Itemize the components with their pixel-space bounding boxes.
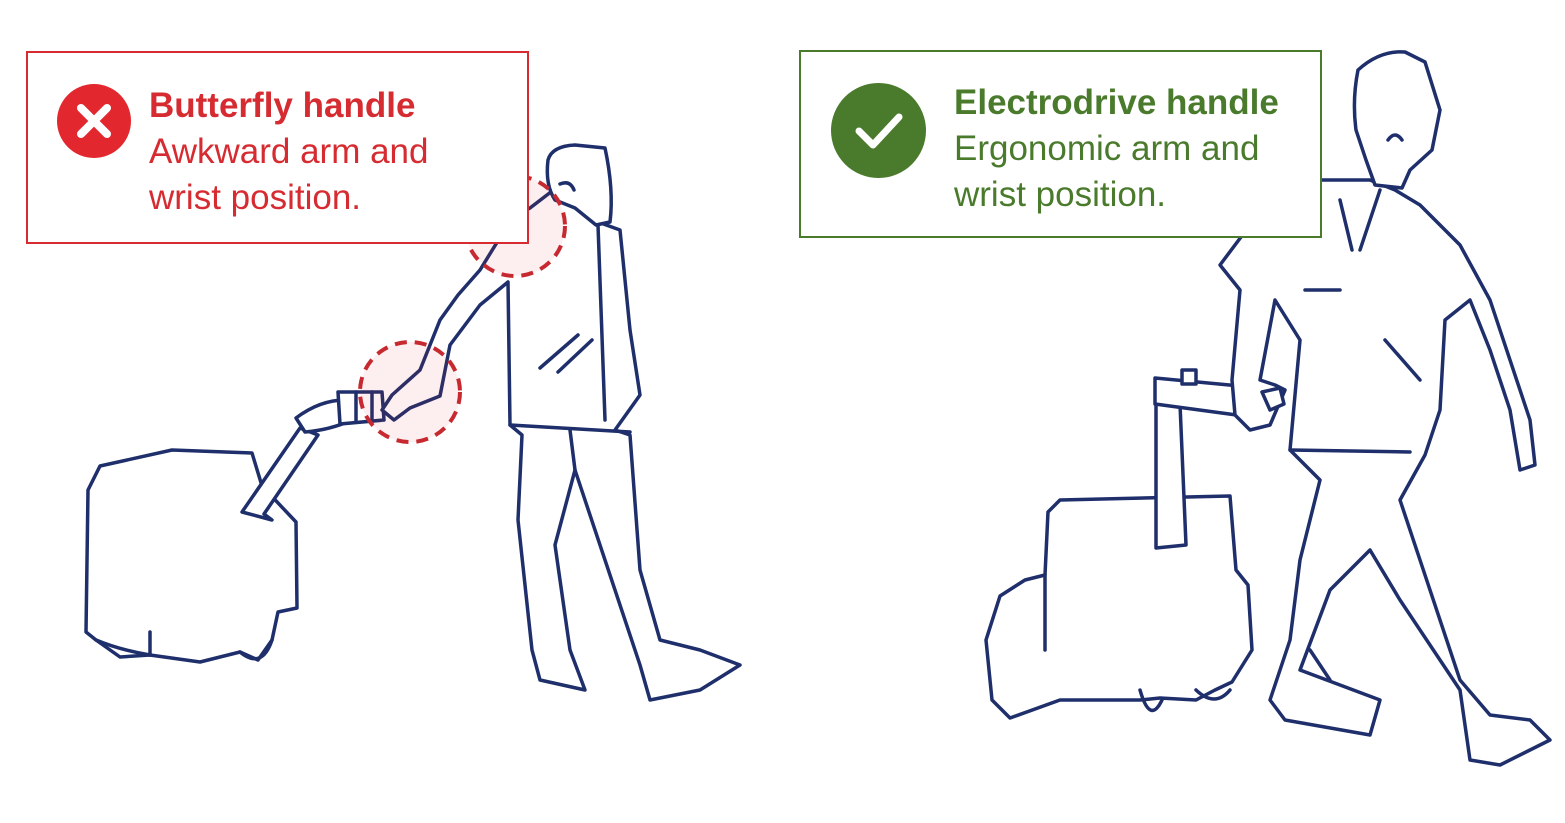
electrodrive-handle-title: Electrodrive handle <box>954 83 1279 122</box>
electrodrive-handle <box>1154 402 1188 550</box>
butterfly-handle-title: Butterfly handle <box>149 86 416 125</box>
butterfly-handle-callout: Butterfly handle Awkward arm and wrist p… <box>26 51 529 244</box>
butterfly-worker <box>380 183 742 702</box>
electrodrive-worker <box>1218 178 1552 767</box>
butterfly-handle-description: Awkward arm and wrist position. <box>149 132 429 217</box>
check-icon <box>831 83 926 178</box>
cross-icon <box>57 84 131 158</box>
electrodrive-handle-callout: Electrodrive handle Ergonomic arm and wr… <box>799 50 1322 238</box>
electrodrive-handle-text: Electrodrive handle Ergonomic arm and wr… <box>954 80 1314 218</box>
electrodrive-scene <box>984 50 1552 767</box>
butterfly-handle <box>240 426 320 522</box>
wrist-strain-marker <box>358 340 462 444</box>
butterfly-handle-text: Butterfly handle Awkward arm and wrist p… <box>149 83 509 221</box>
electrodrive-machine <box>984 494 1254 720</box>
electrodrive-handle-description: Ergonomic arm and wrist position. <box>954 129 1260 214</box>
butterfly-scene <box>84 143 742 702</box>
